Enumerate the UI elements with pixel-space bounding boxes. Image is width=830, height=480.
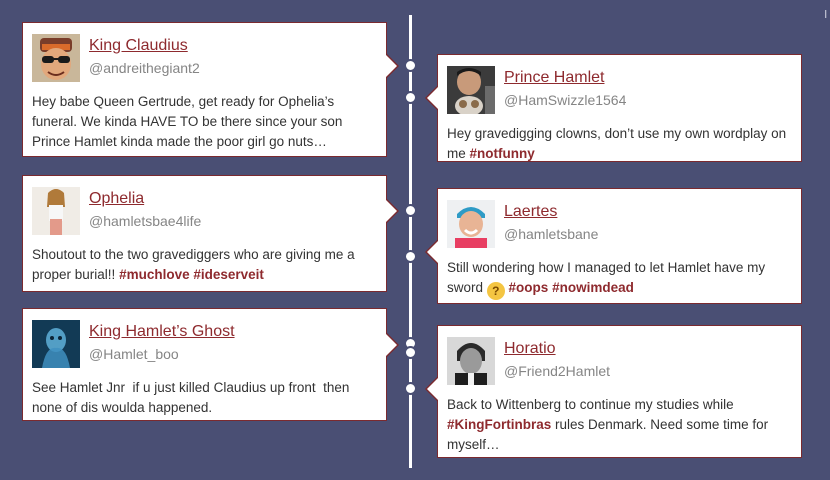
post-card: Ophelia @hamletsbae4life Shoutout to the… xyxy=(22,175,399,292)
post-text: Still wondering how I managed to let Ham… xyxy=(447,260,766,300)
post-author-link[interactable]: Laertes xyxy=(504,203,558,220)
timeline-dot xyxy=(404,382,417,395)
post-handle: @Friend2Hamlet xyxy=(504,363,611,379)
timeline-dot xyxy=(404,250,417,263)
post-text: See Hamlet Jnr if u just killed Claudius… xyxy=(32,380,354,415)
prince-hamlet-avatar[interactable] xyxy=(447,66,495,114)
card-arrow xyxy=(385,54,397,78)
post-author-link[interactable]: King Claudius xyxy=(89,37,188,54)
post-author-link[interactable]: King Hamlet’s Ghost xyxy=(89,323,235,340)
horatio-avatar[interactable] xyxy=(447,337,495,385)
hashtag-link[interactable]: #nowimdead xyxy=(552,280,634,295)
timeline-dot xyxy=(404,346,417,359)
card-arrow xyxy=(427,377,439,401)
hashtag-link[interactable]: #oops xyxy=(508,280,549,295)
card-arrow xyxy=(385,199,397,223)
hashtag-link[interactable]: #notfunny xyxy=(469,146,535,161)
timeline-dot xyxy=(404,59,417,72)
timeline-line xyxy=(409,15,412,468)
post-card: Prince Hamlet @HamSwizzle1564 Hey graved… xyxy=(425,54,802,162)
ophelia-avatar[interactable] xyxy=(32,187,80,235)
post-handle: @HamSwizzle1564 xyxy=(504,92,627,108)
post-author-link[interactable]: Horatio xyxy=(504,340,556,357)
post-handle: @andreithegiant2 xyxy=(89,60,200,76)
card-arrow xyxy=(427,86,439,110)
post-text: Back to Wittenberg to continue my studie… xyxy=(447,397,769,452)
post-card: Horatio @Friend2Hamlet Back to Wittenber… xyxy=(425,325,802,458)
hashtag-link[interactable]: #ideserveit xyxy=(193,267,264,282)
post-card: King Hamlet’s Ghost @Hamlet_boo See Haml… xyxy=(22,308,399,421)
post-handle: @Hamlet_boo xyxy=(89,346,179,362)
post-text: Hey babe Queen Gertrude, get ready for O… xyxy=(32,94,343,149)
king-claudius-avatar[interactable] xyxy=(32,34,80,82)
card-arrow xyxy=(427,240,439,264)
timeline-dot xyxy=(404,91,417,104)
hashtag-link[interactable]: #KingFortinbras xyxy=(447,417,552,432)
card-arrow xyxy=(385,333,397,357)
post-author-link[interactable]: Ophelia xyxy=(89,190,145,207)
timeline-dot xyxy=(404,204,417,217)
hashtag-link[interactable]: #muchlove xyxy=(119,267,190,282)
corner-mark: l xyxy=(824,9,827,21)
post-card: Laertes @hamletsbane Still wondering how… xyxy=(425,188,802,304)
post-text: Shoutout to the two gravediggers who are… xyxy=(32,247,355,282)
post-handle: @hamletsbae4life xyxy=(89,213,202,229)
thinking-face-emoji: ? xyxy=(486,282,505,300)
ghost-avatar[interactable] xyxy=(32,320,80,368)
post-handle: @hamletsbane xyxy=(504,226,599,242)
post-author-link[interactable]: Prince Hamlet xyxy=(504,69,605,86)
post-text: Hey gravedigging clowns, don’t use my ow… xyxy=(447,126,787,161)
laertes-avatar[interactable] xyxy=(447,200,495,248)
post-card: King Claudius @andreithegiant2 Hey babe … xyxy=(22,22,399,157)
